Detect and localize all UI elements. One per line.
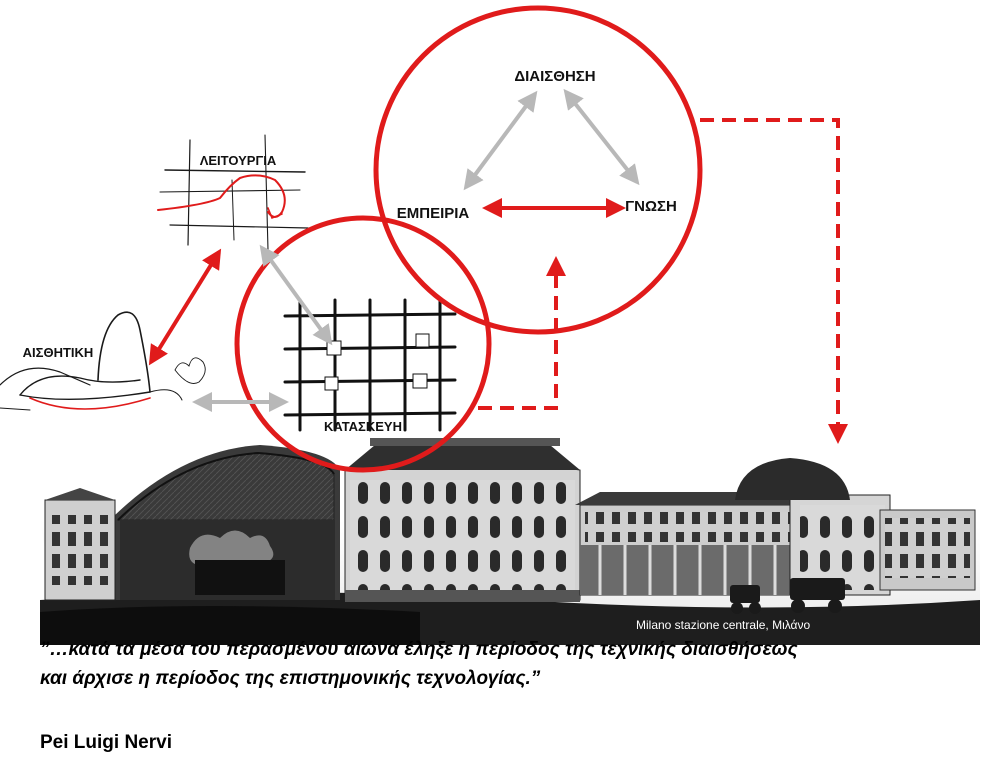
leitourgia-sketch: [157, 134, 309, 251]
dashed-arrow-kataskevi-to-triad: [478, 256, 566, 410]
quote-author: Pei Luigi Nervi: [40, 732, 172, 753]
kataskevi-grid: [283, 298, 457, 432]
quote-line-2: και άρχισε η περίοδος της επιστημονικής …: [40, 668, 541, 689]
dashed-arrow-triad-to-station: [700, 118, 848, 444]
label-diaisthisi: ΔΙΑΙΣΘΗΣΗ: [514, 68, 595, 85]
label-aisthitiki: ΑΙΣΘΗΤΙΚΗ: [23, 345, 94, 360]
quote-line-1: ”…κατά τα μέσα του περασμένου αιώνα έληξ…: [40, 639, 798, 660]
nervi-quote: ”…κατά τα μέσα του περασμένου αιώνα έληξ…: [40, 635, 970, 693]
image-caption: Milano stazione centrale, Μιλάνο: [636, 618, 810, 632]
arrow-leitourgia-kataskevi: [259, 244, 333, 346]
arrow-leitourgia-aisthitiki: [148, 248, 222, 366]
label-kataskevi: ΚΑΤΑΣΚΕΥΗ: [324, 419, 402, 434]
kataskevi-circle: [234, 215, 492, 473]
label-empeiria: ΕΜΠΕΙΡΙΑ: [397, 205, 470, 222]
triad-circle: [373, 5, 703, 335]
label-leitourgia: ΛΕΙΤΟΥΡΓΙΑ: [200, 153, 277, 168]
arrow-diaisthisi-gnosi: [563, 88, 640, 186]
station-engraving: [40, 438, 980, 645]
arrow-diaisthisi-empeiria: [463, 90, 538, 191]
label-gnosi: ΓΝΩΣΗ: [625, 198, 677, 215]
